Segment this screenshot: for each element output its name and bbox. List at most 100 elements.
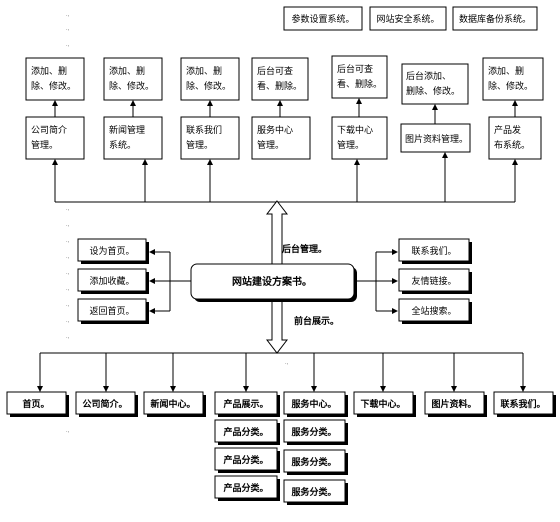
backend-module-line: 管理。 (186, 139, 213, 151)
db-backup-label: 数据库备份系统。 (459, 13, 531, 25)
backend-action-box: 后台可查 看、删除。 (331, 55, 388, 99)
right-connectors (354, 249, 398, 314)
backend-action-box: 添加、删 除、修改。 (482, 57, 544, 101)
backend-action-line: 删除、修改。 (406, 85, 460, 97)
svg-text:.,: ., (66, 238, 70, 244)
svg-text:.,: ., (66, 222, 70, 228)
service-category-box: 服务分类。 (283, 419, 348, 445)
front-nav-label: 新闻中心。 (150, 398, 195, 410)
front-nav-box: 下载中心。 (353, 391, 416, 417)
backend-module-line: 图片资料管理。 (405, 133, 468, 145)
service-category-box: 服务分类。 (283, 449, 348, 475)
backend-action-line: 添加、删 (186, 66, 222, 77)
product-category-box: 产品分类。 (214, 447, 280, 473)
left-function-label: 返回首页。 (89, 305, 134, 317)
backend-module-line: 管理。 (337, 139, 364, 151)
backend-module-line: 布系统。 (494, 139, 530, 151)
backend-module-line: 服务中心 (257, 124, 293, 136)
svg-text:.,: ., (66, 254, 70, 260)
backend-action-line: 添加、删 (488, 66, 524, 77)
plan-title: 网站建设方案书。 (232, 275, 312, 288)
front-nav-box: 公司简介。 (75, 391, 138, 417)
front-nav-box: 图片资料。 (424, 391, 487, 417)
right-function-label: 友情链接。 (411, 275, 456, 287)
backend-module-line: 管理。 (31, 139, 58, 151)
svg-text:.,: ., (285, 360, 289, 366)
site-security-box: 网站安全系统。 (369, 6, 447, 31)
backend-module-box: 下载中心 管理。 (331, 116, 388, 160)
backend-module-line: 联系我们 (186, 124, 222, 136)
backend-module-line: 产品发 (494, 124, 521, 136)
svg-text:.,: ., (66, 270, 70, 276)
svg-text:.,: ., (66, 318, 70, 324)
backend-bus (52, 152, 518, 203)
front-nav-label: 产品展示。 (223, 398, 268, 410)
service-categories: 服务分类。 服务分类。 服务分类。 (283, 419, 348, 505)
central-arrow (265, 200, 289, 354)
param-settings-box: 参数设置系统。 (283, 6, 363, 31)
backend-action-line: 添加、删 (109, 66, 145, 77)
product-category-box: 产品分类。 (214, 475, 280, 501)
front-nav-label: 下载中心。 (360, 398, 405, 410)
backend-action-box: 添加、删 除、修改。 (25, 57, 85, 101)
left-function-box: 返回首页。 (77, 298, 149, 324)
front-nav-label: 联系我们。 (500, 398, 545, 410)
front-nav-box: 首页。 (6, 391, 69, 417)
backend-action-line: 后台添加、 (406, 70, 451, 82)
right-function-label: 联系我们。 (411, 245, 456, 257)
backend-label: 后台管理。 (282, 243, 327, 255)
product-category-label: 产品分类。 (223, 482, 268, 494)
backend-action-line: 除、修改。 (186, 80, 231, 92)
top-bar: 参数设置系统。 网站安全系统。 数据库备份系统。 (283, 6, 538, 31)
backend-action-box: 添加、删 除、修改。 (180, 57, 240, 101)
right-function-label: 全站搜索。 (411, 305, 456, 317)
svg-text:.,: ., (66, 206, 70, 212)
left-connectors (149, 249, 191, 314)
param-settings-label: 参数设置系统。 (291, 13, 354, 25)
right-function-box: 友情链接。 (398, 268, 472, 294)
front-nav-label: 首页。 (22, 398, 49, 410)
backend-action-box: 添加、删 除、修改。 (103, 57, 163, 101)
front-nav-box: 服务中心。 (283, 391, 348, 417)
backend-module-box: 公司简介 管理。 (25, 116, 85, 160)
backend-module-box: 图片资料管理。 (400, 123, 471, 153)
svg-text:.,: ., (66, 302, 70, 308)
front-nav: 首页。 公司简介。 新闻中心。 产品展示。 服务中心。 下载中心。 (6, 391, 556, 417)
backend-module-line: 新闻管理 (109, 124, 145, 136)
backend-module-box: 新闻管理 系统。 (103, 116, 163, 160)
left-function-box: 添加收藏。 (77, 268, 149, 294)
plan-box: 网站建设方案书。 (190, 263, 357, 302)
product-category-box: 产品分类。 (214, 419, 280, 445)
front-nav-box: 新闻中心。 (143, 391, 206, 417)
backend-action-line: 看、删除。 (257, 80, 302, 92)
right-function-box: 全站搜索。 (398, 298, 472, 324)
front-nav-label: 公司简介。 (82, 398, 127, 410)
backend-actions: 添加、删 除、修改。 添加、删 除、修改。 添加、删 除、修改。 后台可查 看、… (25, 55, 544, 105)
service-category-label: 服务分类。 (291, 426, 336, 438)
front-nav-box: 产品展示。 (214, 391, 280, 417)
left-function-box: 设为首页。 (77, 238, 149, 264)
module-action-connectors (52, 98, 518, 124)
left-functions: 设为首页。 添加收藏。 返回首页。 (77, 238, 149, 324)
svg-text:.,: ., (66, 42, 70, 48)
backend-action-box: 后台添加、 删除、修改。 (401, 63, 469, 105)
svg-text:.,: ., (66, 12, 70, 18)
front-nav-label: 服务中心。 (291, 398, 336, 410)
backend-module-box: 服务中心 管理。 (251, 116, 311, 160)
backend-module-line: 系统。 (109, 139, 136, 151)
service-category-label: 服务分类。 (291, 456, 336, 468)
backend-module-box: 联系我们 管理。 (180, 116, 240, 160)
front-nav-box: 联系我们。 (493, 391, 556, 417)
backend-module-line: 下载中心 (337, 124, 373, 136)
backend-action-line: 除、修改。 (109, 80, 154, 92)
product-category-label: 产品分类。 (223, 426, 268, 438)
backend-action-line: 后台可查 (257, 65, 293, 77)
right-function-box: 联系我们。 (398, 238, 472, 264)
front-nav-label: 图片资料。 (431, 398, 476, 410)
svg-text:.,: ., (66, 26, 70, 32)
backend-modules: 公司简介 管理。 新闻管理 系统。 联系我们 管理。 服务中心 管理。 下载中心… (25, 116, 542, 160)
svg-text:.,: ., (66, 334, 70, 340)
service-category-box: 服务分类。 (283, 479, 348, 505)
product-categories: 产品分类。 产品分类。 产品分类。 (214, 419, 280, 501)
backend-module-line: 管理。 (257, 139, 284, 151)
